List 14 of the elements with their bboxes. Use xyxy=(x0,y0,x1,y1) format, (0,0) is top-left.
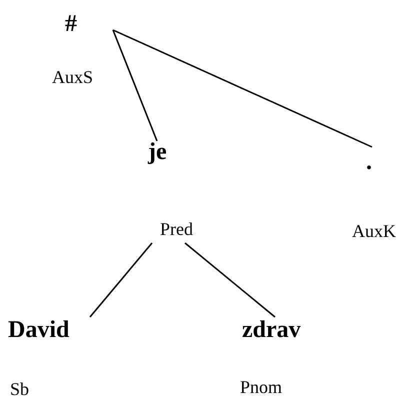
function-label: AuxS xyxy=(52,68,94,86)
word-label: . xyxy=(366,150,372,174)
function-label: Sb xyxy=(10,380,30,398)
function-label: Pnom xyxy=(240,378,282,396)
tree-branch xyxy=(89,242,153,318)
tree-branch xyxy=(112,30,158,142)
function-label: AuxK xyxy=(352,222,396,240)
word-label: David xyxy=(8,318,70,342)
tree-branch xyxy=(184,242,276,318)
word-label: je xyxy=(148,140,167,164)
tree-branch xyxy=(112,29,372,148)
function-label: Pred xyxy=(160,220,193,238)
word-label: # xyxy=(65,12,77,36)
word-label: zdrav xyxy=(242,318,301,342)
